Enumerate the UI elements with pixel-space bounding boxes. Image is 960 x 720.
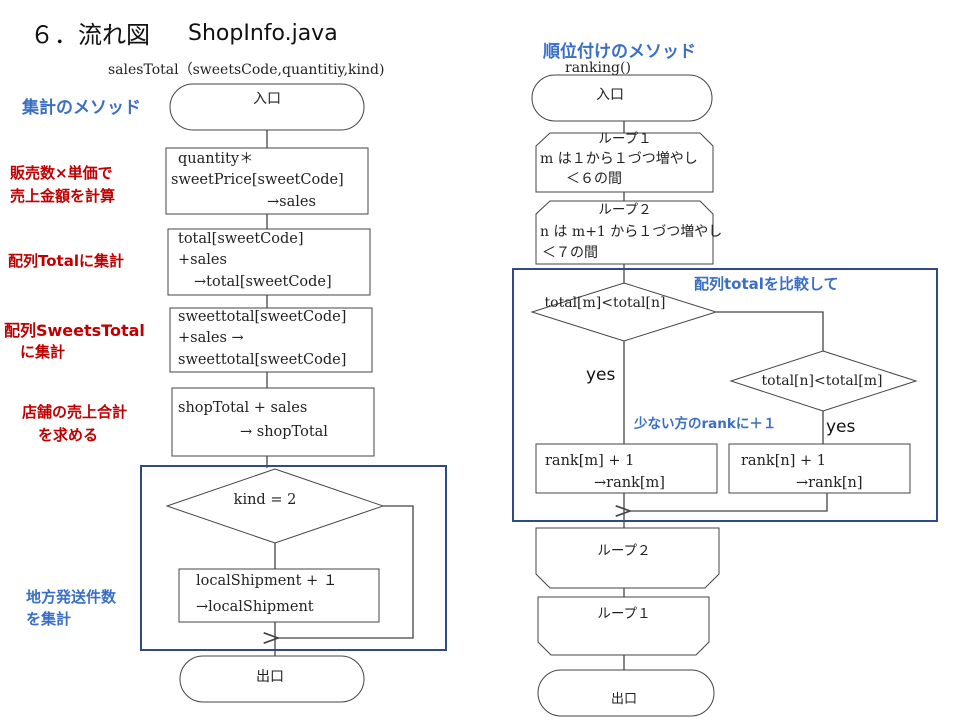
method-label-sales-total: 集計のメソッド — [21, 97, 141, 118]
annotation-local-shipment: 地方発送件数 — [26, 588, 117, 606]
decision-label: kind = 2 — [234, 492, 297, 508]
process-line: sweettotal[sweetCode] — [178, 352, 346, 368]
loop2-end — [535, 527, 720, 589]
process-calc-sales — [165, 147, 369, 215]
process-line: +sales → — [178, 330, 244, 346]
decision-kind — [165, 468, 385, 544]
annotation-local-shipment: を集計 — [26, 610, 71, 628]
highlight-frame-shipment — [140, 465, 447, 651]
start-label: 入口 — [253, 91, 281, 107]
process-line: → shopTotal — [240, 424, 328, 440]
merge-arrow — [615, 493, 828, 517]
decision-compare-m-n — [530, 282, 718, 342]
section-number: ６． — [30, 21, 78, 49]
no-branch-line — [716, 311, 824, 351]
loop1-start — [535, 132, 714, 193]
section-title: 流れ図 — [78, 21, 150, 49]
no-branch-arrow — [263, 505, 414, 644]
annotation-calc-sales: 売上金額を計算 — [10, 187, 115, 205]
annotation-shop-total: 店舗の売上合計 — [22, 403, 127, 421]
start-terminal — [169, 83, 365, 131]
annotation-sweettotal: 配列SweetsTotal — [4, 321, 145, 340]
loop-condition: n は m+1 から１づつ増やし — [540, 224, 722, 240]
process-line: rank[m] + 1 — [545, 453, 634, 469]
loop-label: ループ１ — [598, 131, 651, 147]
decision-label: total[m]<total[n] — [545, 295, 666, 311]
loop2-start — [535, 200, 714, 265]
loop-condition: m は１から１づつ増やし — [540, 151, 698, 167]
process-shop-total — [171, 387, 375, 457]
yes-label: yes — [826, 417, 856, 437]
annotation-compare: 配列totalを比較して — [694, 275, 838, 293]
loop-label: ループ２ — [597, 543, 650, 559]
ranking-signature: ranking() — [565, 60, 631, 76]
annotation-shop-total: を求める — [38, 426, 98, 444]
loop1-end — [537, 596, 710, 656]
file-name: ShopInfo.java — [188, 21, 338, 46]
ranking-end-terminal — [537, 669, 715, 717]
ranking-end-label: 出口 — [611, 692, 637, 707]
ranking-start-terminal — [531, 74, 713, 122]
highlight-frame-compare — [512, 268, 938, 522]
process-line: →total[sweetCode] — [194, 274, 332, 290]
process-line: sweetPrice[sweetCode] — [171, 172, 344, 188]
annotation-calc-sales: 販売数×単価で — [10, 164, 113, 182]
annotation-rank-increment: 少ない方のrankに＋１ — [633, 415, 776, 432]
process-line: sweettotal[sweetCode] — [178, 309, 346, 325]
loop-label: ループ２ — [598, 202, 651, 218]
loop-label: ループ１ — [597, 606, 650, 622]
annotation-total-array: 配列Totalに集計 — [8, 252, 124, 270]
process-line: →sales — [267, 194, 316, 210]
annotation-sweettotal: に集計 — [20, 343, 65, 361]
process-line: →localShipment — [196, 599, 314, 615]
process-line: →rank[n] — [796, 475, 863, 491]
process-line: +sales — [178, 252, 227, 268]
process-local-shipment — [178, 568, 380, 623]
process-line: →rank[m] — [594, 475, 665, 491]
process-line: total[sweetCode] — [178, 231, 304, 247]
process-line: rank[n] + 1 — [741, 453, 826, 469]
yes-label: yes — [586, 365, 616, 385]
process-line: shopTotal + sales — [178, 400, 307, 416]
process-line: quantity＊ — [178, 151, 254, 167]
process-line: localShipment + １ — [196, 573, 337, 589]
process-rank-m — [535, 443, 718, 494]
end-label: 出口 — [256, 669, 284, 685]
process-rank-n — [728, 443, 911, 494]
loop-condition: ＜７の間 — [542, 245, 598, 261]
ranking-start-label: 入口 — [596, 87, 624, 103]
decision-label: total[n]<total[m] — [762, 373, 883, 389]
loop-condition: ＜６の間 — [566, 171, 622, 187]
process-sweettotal-array — [169, 307, 373, 373]
end-terminal — [179, 655, 365, 703]
process-total-array — [167, 228, 371, 296]
method-signature: salesTotal（sweetsCode,quantitiy,kind) — [108, 62, 384, 78]
method-label-ranking: 順位付けのメソッド — [543, 41, 696, 62]
